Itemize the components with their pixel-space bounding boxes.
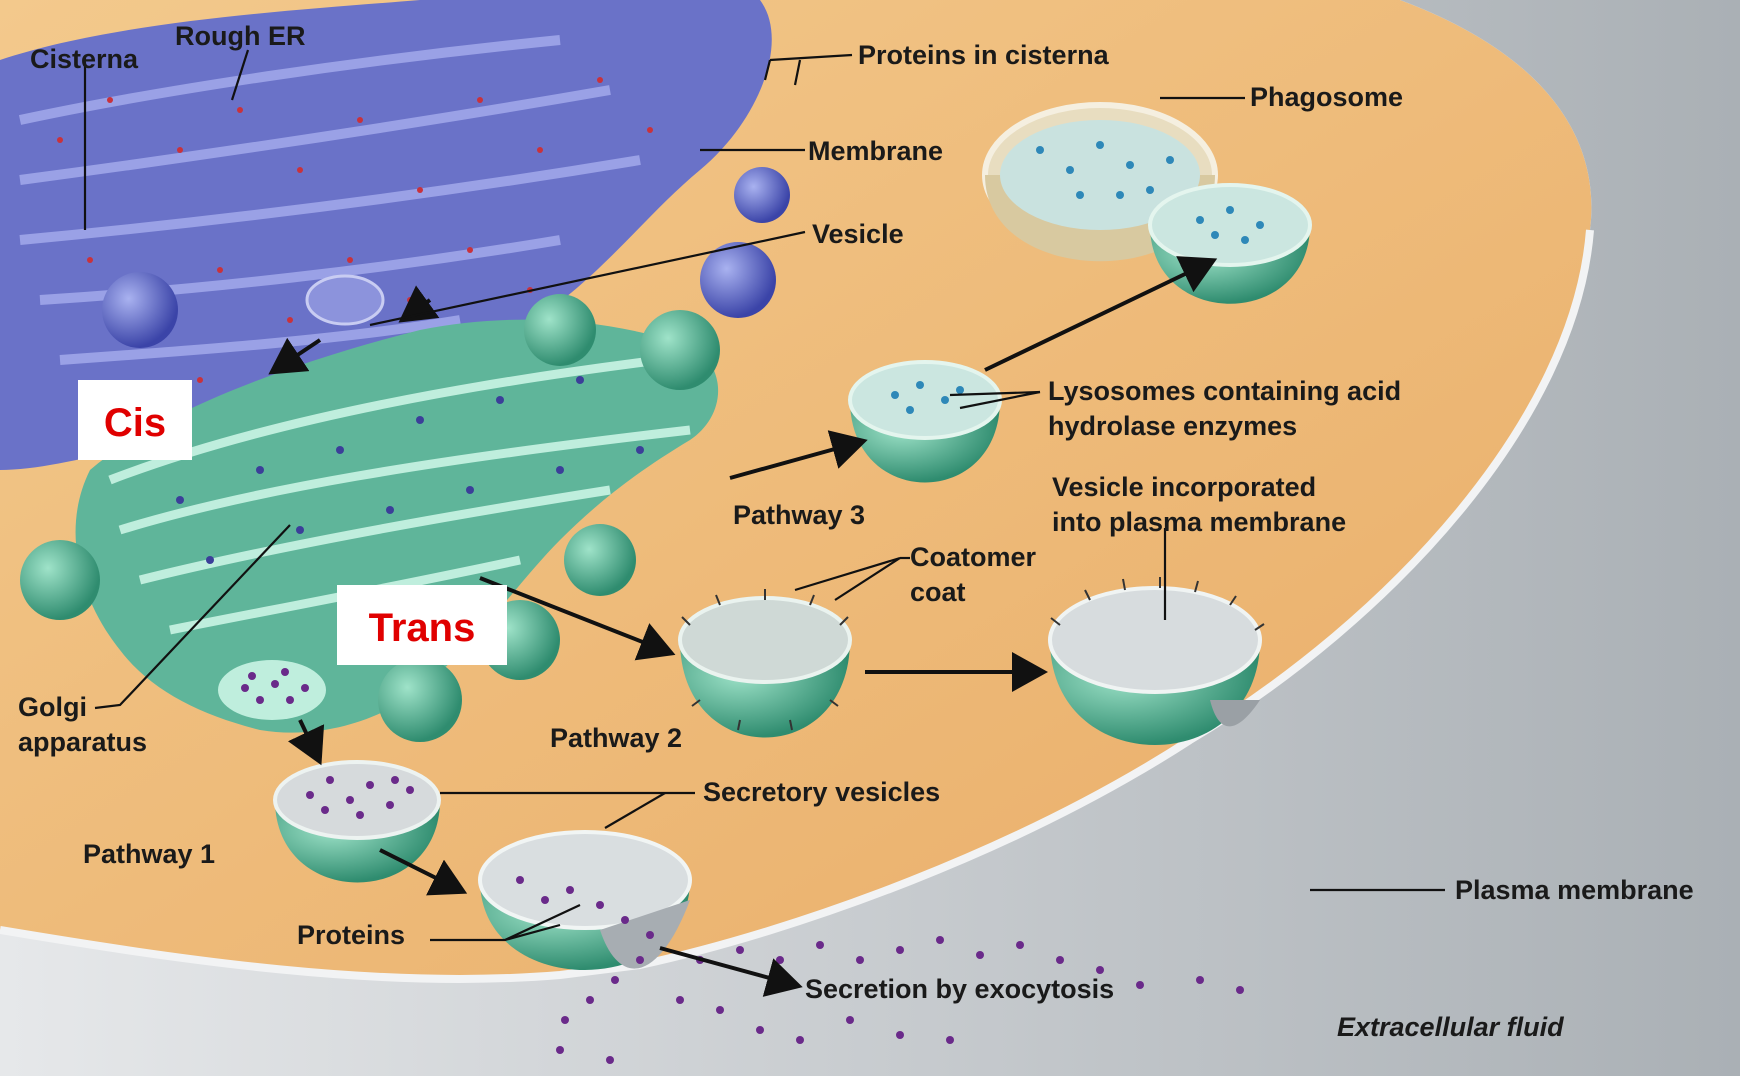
label-secretory-vesicles: Secretory vesicles [703,777,940,807]
golgi-lobe [564,524,636,596]
er-transport-vesicle [700,242,776,318]
golgi-lobe [20,540,100,620]
trans-callout: Trans [337,585,507,665]
trans-label: Trans [369,606,476,650]
label-coatomer-line1: Coatomer [910,542,1037,572]
er-transport-vesicle [102,272,178,348]
label-proteins-in-cisterna: Proteins in cisterna [858,40,1110,70]
label-phagosome: Phagosome [1250,82,1403,112]
label-coatomer-line2: coat [910,577,966,607]
golgi-secretory-bud [218,660,326,720]
label-golgi-line1: Golgi [18,692,87,722]
label-plasma-membrane: Plasma membrane [1455,875,1694,905]
label-golgi-line2: apparatus [18,727,147,757]
label-cisterna: Cisterna [30,44,139,74]
label-vesicle: Vesicle [812,219,904,249]
golgi-lobe [378,658,462,742]
cis-callout: Cis [78,380,192,460]
label-membrane: Membrane [808,136,943,166]
golgi-lobe [524,294,596,366]
label-pathway-3: Pathway 3 [733,500,865,530]
label-vesicle-incorporated-line2: into plasma membrane [1052,507,1346,537]
label-lysosomes-line2: hydrolase enzymes [1048,411,1297,441]
label-pathway-2: Pathway 2 [550,723,682,753]
label-extracellular-fluid: Extracellular fluid [1337,1012,1564,1042]
label-pathway-1: Pathway 1 [83,839,215,869]
cis-label: Cis [104,401,166,445]
label-secretion: Secretion by exocytosis [805,974,1114,1004]
label-proteins: Proteins [297,920,405,950]
er-transport-vesicle [734,167,790,223]
label-rough-er: Rough ER [175,21,305,51]
label-vesicle-incorporated-line1: Vesicle incorporated [1052,472,1316,502]
label-lysosomes-line1: Lysosomes containing acid [1048,376,1401,406]
golgi-lobe [640,310,720,390]
er-budding-vesicle [307,276,383,324]
